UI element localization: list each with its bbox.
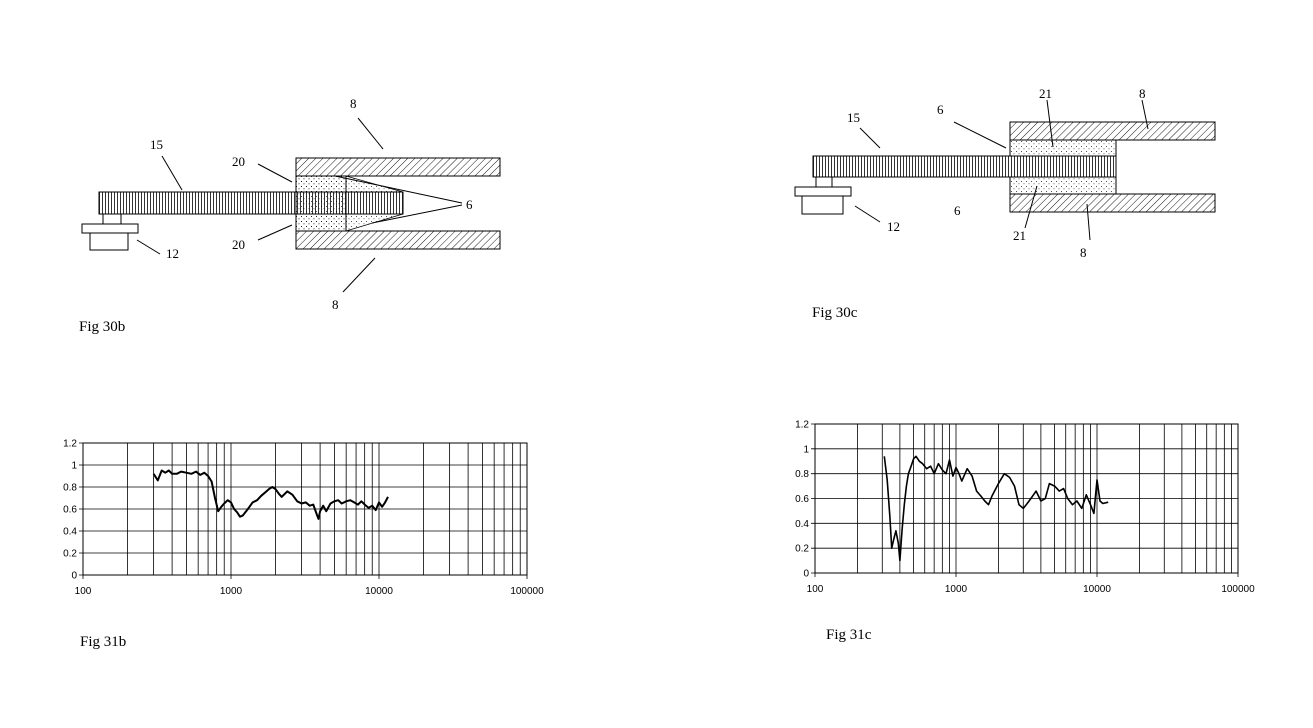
fig30b-label-20b: 20 — [232, 237, 245, 252]
fig30c-label-top8: 8 — [1139, 86, 1146, 101]
fig30c-label-21b: 21 — [1013, 228, 1026, 243]
fig30c-mount-base — [801, 195, 844, 215]
fig30b-bar — [98, 191, 404, 215]
fig31b-caption: Fig 31b — [80, 634, 126, 650]
fig30c-leader-12 — [854, 205, 881, 223]
fig30c-mount-stem — [815, 176, 833, 188]
fig30b-lower-wedge — [295, 213, 404, 232]
fig30c-mount-plate — [794, 186, 852, 197]
fig30c-label-6a: 6 — [937, 102, 944, 117]
fig31b-x-tick-label: 100000 — [510, 586, 544, 597]
fig31c-x-tick-label: 100 — [807, 584, 824, 595]
fig31c-y-tick-label: 0.4 — [795, 519, 809, 530]
fig31b-x-tick-label: 10000 — [365, 586, 393, 597]
fig31c-y-tick-label: 0.2 — [795, 544, 809, 555]
fig30c-label-6b: 6 — [954, 203, 961, 218]
fig31b-y-tick-label: 0.2 — [63, 549, 77, 560]
fig31b-x-tick-label: 100 — [75, 586, 92, 597]
fig31b-chart: 0 0.2 0.4 0.6 0.8 1 1.2 100 1000 10000 100000 — [63, 439, 544, 598]
fig30b-leader-6a — [334, 175, 463, 204]
fig31c-caption: Fig 31c — [826, 627, 872, 643]
fig31c-chart: 0 0.2 0.4 0.6 0.8 1 1.2 100 1000 10000 100000 — [795, 420, 1255, 596]
fig31c-y-tick-label: 0.8 — [795, 469, 809, 480]
fig31c-x-tick-label: 10000 — [1083, 584, 1111, 595]
fig30b-upper-wedge — [295, 175, 404, 193]
fig30c-dotted-lower — [1009, 176, 1117, 195]
fig31b-y-tick-label: 0 — [71, 571, 77, 582]
fig30b-diagram: 8 15 20 6 20 12 8 Fig 30b — [79, 96, 501, 335]
fig30c-dotted-upper — [1009, 139, 1117, 157]
fig30b-leader-top8 — [357, 117, 384, 150]
fig30c-caption: Fig 30c — [812, 305, 858, 321]
fig30c-bar — [812, 155, 1117, 178]
fig30b-label-bot8: 8 — [332, 297, 339, 312]
fig31b-y-tick-label: 0.8 — [63, 483, 77, 494]
fig30c-lower-plate — [1009, 193, 1216, 213]
fig30b-leader-20a — [257, 163, 293, 183]
fig31c-series-line — [883, 455, 1109, 562]
fig31b-y-tick-label: 0.6 — [63, 505, 77, 516]
fig30b-leader-6b — [371, 204, 463, 224]
fig30c-diagram: 21 8 6 15 12 6 21 8 Fig 30c — [794, 86, 1216, 321]
fig30c-label-bot8: 8 — [1080, 245, 1087, 260]
fig30b-label-20a: 20 — [232, 154, 245, 169]
fig30c-label-12: 12 — [887, 219, 900, 234]
fig30b-leader-20b — [257, 224, 293, 241]
fig30c-leader-21a — [1046, 99, 1054, 148]
fig31b-y-tick-label: 0.4 — [63, 527, 77, 538]
fig30b-mount-stem — [102, 213, 122, 225]
fig31b-y-tick-label: 1 — [71, 461, 77, 472]
fig31b-series-line — [152, 469, 389, 520]
fig30b-mount-base — [89, 232, 129, 251]
fig30b-leader-bot8 — [342, 257, 376, 293]
fig30b-label-15: 15 — [150, 137, 163, 152]
fig31c-y-tick-label: 1.2 — [795, 420, 809, 431]
fig30b-label-12: 12 — [166, 246, 179, 261]
fig30b-label-6: 6 — [466, 197, 473, 212]
fig31b-y-tick-label: 1.2 — [63, 439, 77, 450]
fig30b-caption: Fig 30b — [79, 319, 125, 335]
fig30b-lower-plate — [295, 230, 501, 250]
fig30b-mount-plate — [81, 223, 139, 234]
fig30b-leader-15 — [161, 155, 183, 191]
fig30c-leader-15 — [859, 127, 881, 149]
fig30c-leader-top8 — [1141, 99, 1149, 130]
fig31c-y-tick-label: 0 — [803, 569, 809, 580]
fig30b-upper-plate — [295, 157, 501, 177]
fig30c-label-21a: 21 — [1039, 86, 1052, 101]
fig30c-leader-6a — [953, 121, 1007, 149]
fig31c-x-tick-label: 1000 — [945, 584, 968, 595]
fig31c-x-tick-label: 100000 — [1221, 584, 1255, 595]
fig30c-upper-plate — [1009, 121, 1216, 141]
fig31c-y-tick-label: 0.6 — [795, 494, 809, 505]
fig30c-label-15: 15 — [847, 110, 860, 125]
fig30c-leader-21b — [1024, 185, 1038, 229]
fig30b-leader-12 — [136, 239, 161, 255]
fig31b-x-tick-label: 1000 — [220, 586, 243, 597]
fig30b-label-top8: 8 — [350, 96, 357, 111]
fig30c-leader-bot8 — [1086, 203, 1091, 241]
fig31c-y-tick-label: 1 — [803, 444, 809, 455]
